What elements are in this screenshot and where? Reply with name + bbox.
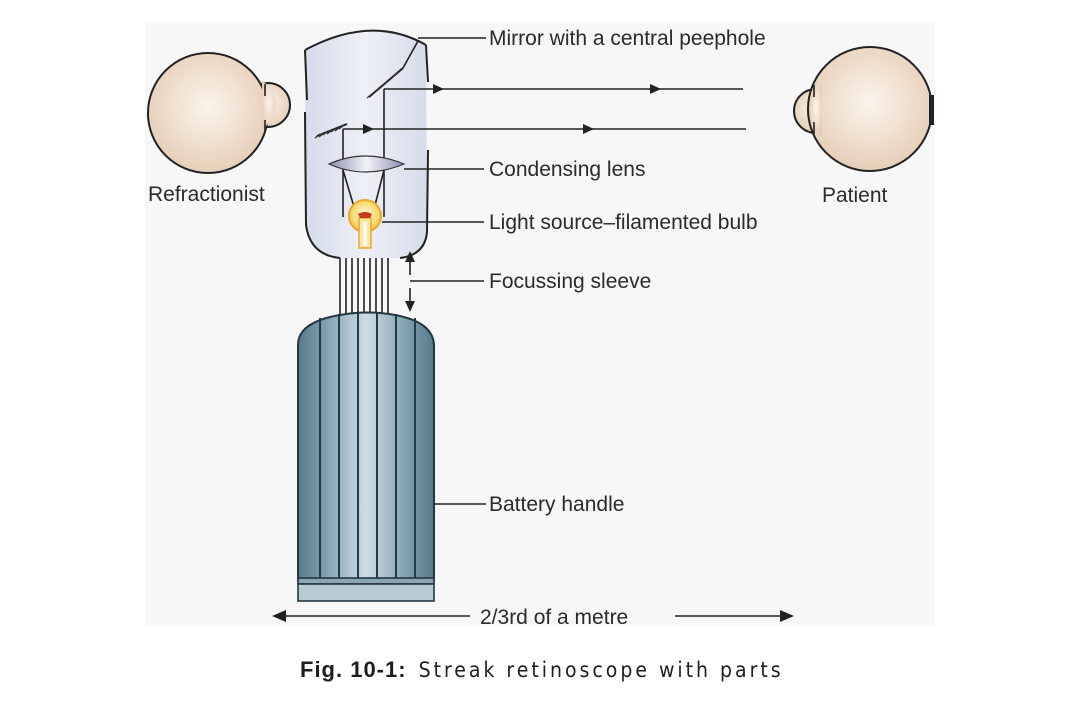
patient-label: Patient <box>822 184 888 207</box>
filamented-bulb <box>348 199 382 249</box>
distance-label: 2/3rd of a metre <box>480 606 628 629</box>
distance-arrow <box>272 610 794 622</box>
patient-eye <box>793 46 934 172</box>
label-light-source: Light source–filamented bulb <box>489 211 758 234</box>
figure-caption: Fig. 10-1: Streak retinoscope with parts <box>300 657 784 682</box>
mirror-upper <box>366 40 419 99</box>
refractionist-label: Refractionist <box>148 183 265 206</box>
refractionist-eye <box>147 52 291 174</box>
battery-handle <box>297 311 435 602</box>
mirror-lower <box>314 123 348 139</box>
focus-adjust-arrows <box>405 251 415 312</box>
light-ray-upper <box>383 84 743 217</box>
light-ray-lower <box>342 124 746 217</box>
label-condensing-lens: Condensing lens <box>489 158 645 181</box>
retinoscope-head <box>304 29 429 259</box>
focussing-sleeve <box>339 258 389 318</box>
caption-text: Streak retinoscope with parts <box>419 658 784 682</box>
caption-prefix: Fig. 10-1: <box>300 657 407 682</box>
label-focussing-sleeve: Focussing sleeve <box>489 270 651 293</box>
leader-lines <box>382 37 486 505</box>
label-battery-handle: Battery handle <box>489 493 624 516</box>
label-mirror: Mirror with a central peephole <box>489 27 766 50</box>
